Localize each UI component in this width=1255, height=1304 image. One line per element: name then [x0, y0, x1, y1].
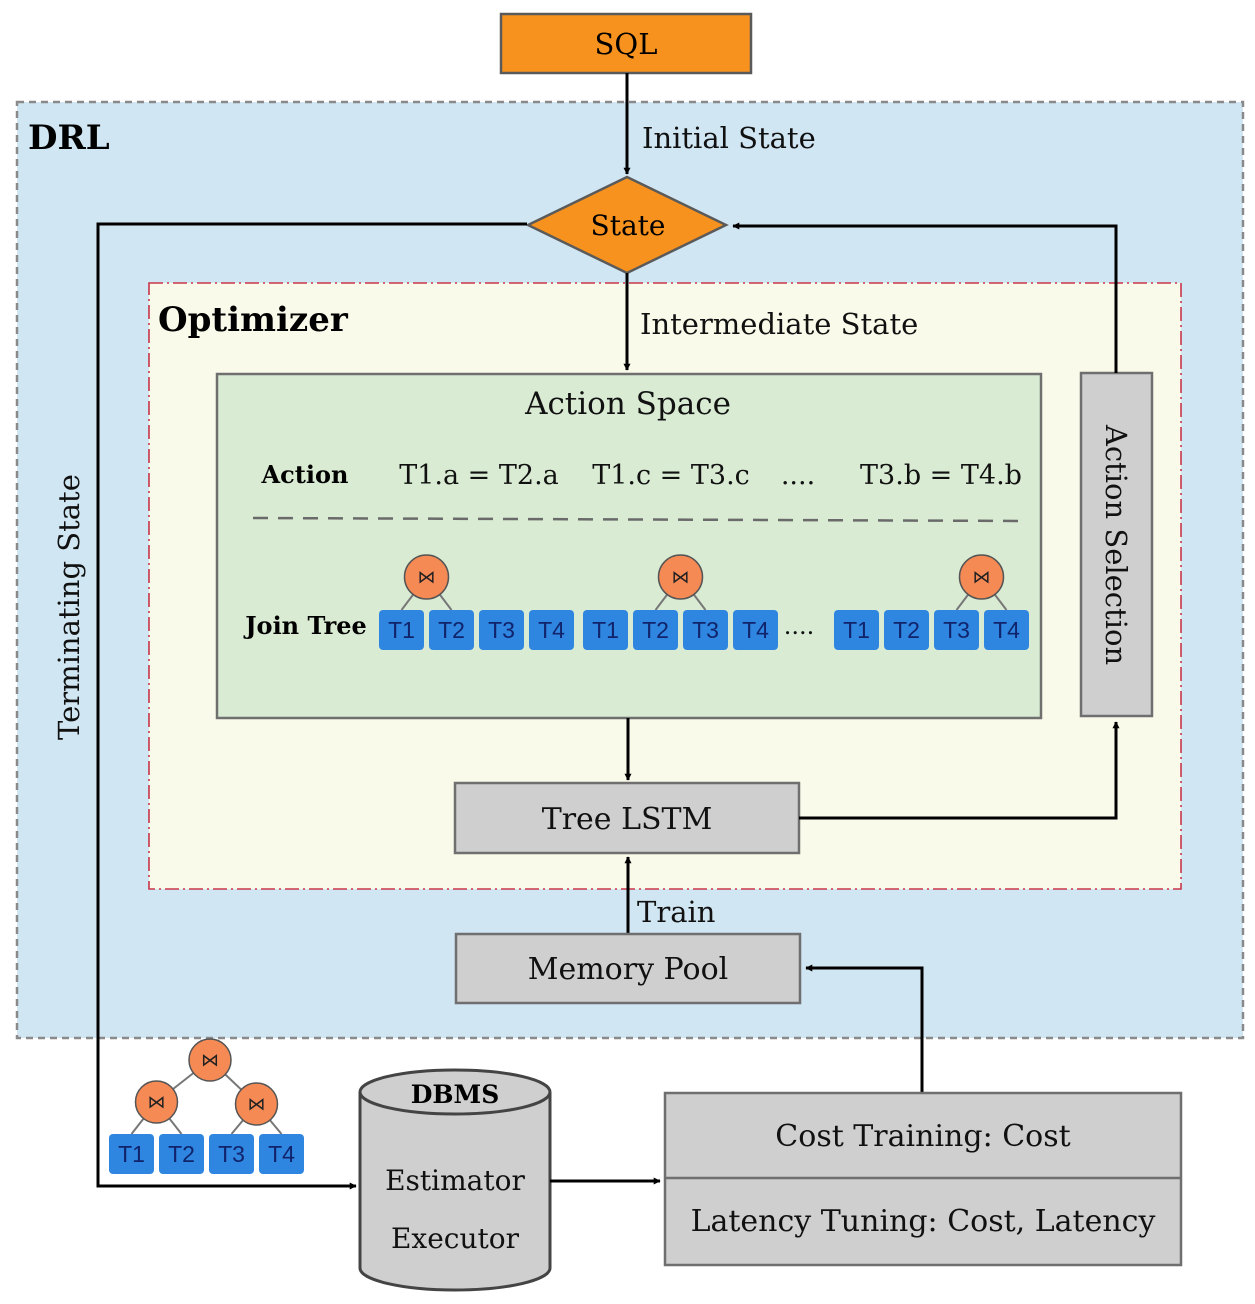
memory-pool-label: Memory Pool — [528, 952, 729, 987]
arrow-terminating-state — [96, 222, 527, 1190]
intermediate-state-label: Intermediate State — [640, 307, 918, 341]
final-join-tree: T1 T2 T3 T4 ⋈ ⋈ ⋈ — [109, 1038, 304, 1174]
table-t1-cell — [379, 610, 424, 650]
memory-pool-box — [454, 932, 802, 1005]
cost-training-label: Cost Training: Cost — [775, 1119, 1070, 1154]
action-divider — [252, 516, 1029, 523]
table-t1-label: T1 — [592, 617, 619, 643]
arrow-action-selection-to-state — [732, 222, 1118, 373]
action-label: Action — [261, 460, 349, 489]
sql-box — [499, 12, 753, 75]
final-left-join-node-symbol: ⋈ — [148, 1092, 166, 1113]
table-t1-cell — [583, 610, 628, 650]
join-node-symbol: ⋈ — [672, 567, 690, 588]
table-t1-label: T1 — [843, 617, 870, 643]
latency-tuning-label: Latency Tuning: Cost, Latency — [691, 1204, 1156, 1239]
train-label: Train — [637, 895, 715, 929]
table-t3-cell — [934, 610, 979, 650]
table-t1-label: T1 — [388, 617, 415, 643]
arrow-cost-to-memory-pool — [805, 964, 924, 1093]
action-space-box — [215, 372, 1043, 720]
dbms-title: DBMS — [411, 1080, 500, 1109]
action-item-1: T1.a = T2.a — [399, 460, 559, 491]
join-tree-label: Join Tree — [243, 611, 367, 640]
table-t2-label: T2 — [893, 617, 920, 643]
table-t3-cell — [479, 610, 524, 650]
join-tree-2: T1 T2 T3 T4 ⋈ — [583, 554, 778, 650]
drl-label: DRL — [28, 118, 110, 158]
join-node — [958, 554, 1005, 600]
table-t1-cell — [834, 610, 879, 650]
optimizer-label: Optimizer — [158, 300, 349, 340]
table-t2-label: T2 — [642, 617, 669, 643]
dbms-cylinder — [358, 1068, 552, 1292]
table-t2-cell — [884, 610, 929, 650]
action-item-2: T1.c = T3.c — [592, 460, 750, 491]
initial-state-label: Initial State — [642, 121, 816, 155]
join-node — [403, 554, 450, 600]
join-node-symbol: ⋈ — [418, 567, 436, 588]
state-label: State — [591, 209, 666, 242]
join-tree-group: T1 T2 T3 T4 ⋈ T1 T2 T3 T4 ⋈ T1 T2 T3 T4 ⋈ — [379, 554, 1029, 650]
table-t3-cell — [683, 610, 728, 650]
table-t3-label: T3 — [943, 617, 970, 643]
final-left-join-node — [134, 1080, 179, 1124]
final-table-t1-label: T1 — [118, 1141, 145, 1167]
table-t3-label: T3 — [488, 617, 515, 643]
dbms-estimator: Estimator — [385, 1164, 525, 1197]
final-root-join-node-symbol: ⋈ — [201, 1050, 219, 1071]
table-t2-label: T2 — [438, 617, 465, 643]
final-table-t3-cell — [209, 1134, 254, 1174]
join-tree-3: T1 T2 T3 T4 ⋈ — [834, 554, 1029, 650]
final-root-join-node — [188, 1038, 232, 1082]
join-tree-ellipsis: .... — [784, 612, 815, 640]
action-item-ellipsis: .... — [781, 460, 815, 491]
action-selection-label: Action Selection — [1099, 424, 1133, 665]
final-right-join-node — [234, 1082, 279, 1126]
table-t4-label: T4 — [993, 617, 1020, 643]
final-table-t3-label: T3 — [218, 1141, 245, 1167]
final-table-t1-cell — [109, 1134, 154, 1174]
action-space-title: Action Space — [524, 386, 731, 422]
dbms-executor: Executor — [391, 1222, 520, 1255]
table-t4-label: T4 — [538, 617, 565, 643]
final-table-t4-label: T4 — [268, 1141, 295, 1167]
table-t4-cell — [984, 610, 1029, 650]
sql-label: SQL — [595, 27, 658, 61]
tree-lstm-label: Tree LSTM — [542, 802, 713, 837]
final-table-t2-cell — [159, 1134, 204, 1174]
action-item-3: T3.b = T4.b — [860, 460, 1022, 491]
final-table-t2-label: T2 — [168, 1141, 195, 1167]
join-tree-1: T1 T2 T3 T4 ⋈ — [379, 554, 574, 650]
arrow-tree-lstm-to-action-selection — [799, 721, 1120, 820]
table-t4-cell — [733, 610, 778, 650]
action-selection-box — [1079, 371, 1154, 718]
final-table-t4-cell — [259, 1134, 304, 1174]
table-t3-label: T3 — [692, 617, 719, 643]
table-t2-cell — [429, 610, 474, 650]
join-node-symbol: ⋈ — [973, 567, 991, 588]
final-right-join-node-symbol: ⋈ — [248, 1094, 266, 1115]
table-t4-cell — [529, 610, 574, 650]
terminating-state-label: Terminating State — [52, 474, 86, 740]
table-t2-cell — [633, 610, 678, 650]
table-t4-label: T4 — [742, 617, 769, 643]
join-node — [657, 554, 704, 600]
